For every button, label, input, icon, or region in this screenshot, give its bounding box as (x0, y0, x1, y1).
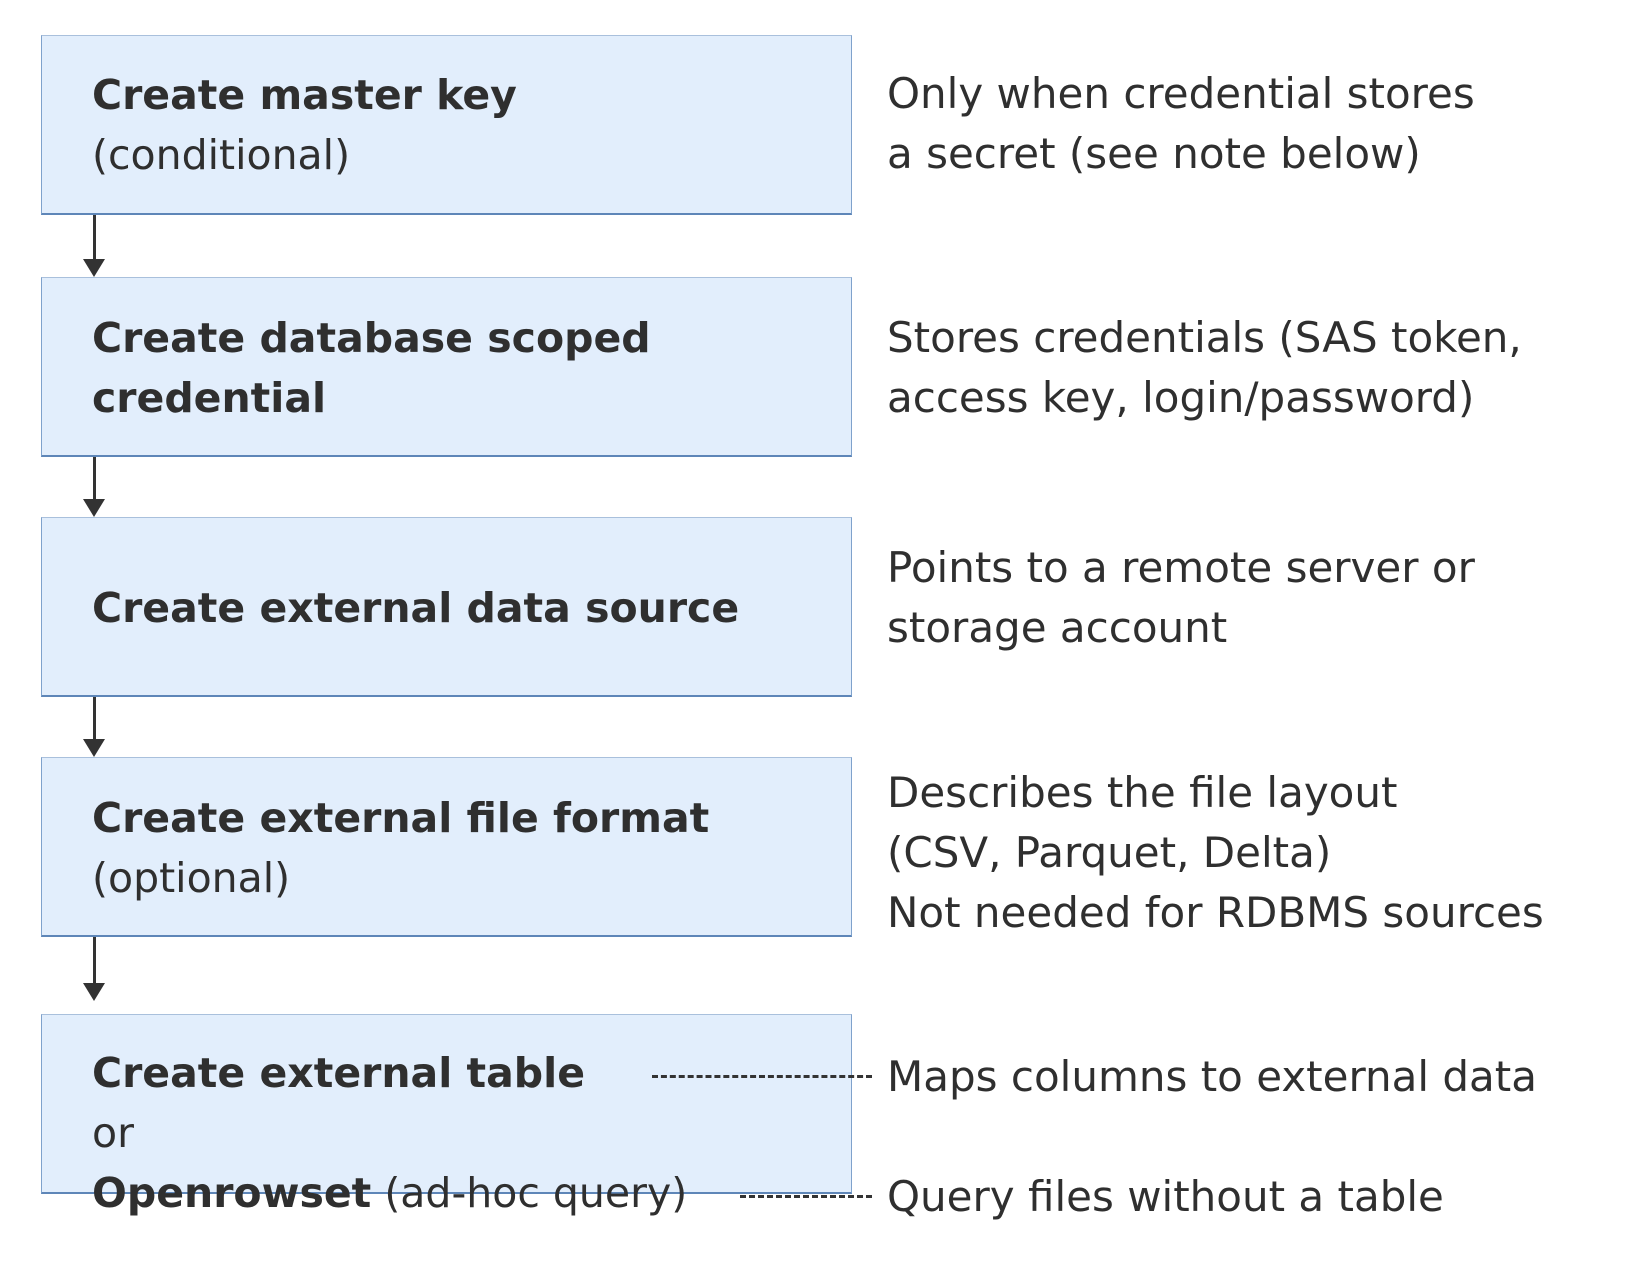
note-master-key: Only when credential stores a secret (se… (887, 69, 1475, 178)
step-create-external-table-or-openrowset: Create external table or Openrowset (ad-… (41, 1014, 852, 1217)
note-external-data-source: Points to a remote server or storage acc… (887, 543, 1475, 652)
arrow-down-icon (83, 937, 105, 1001)
note-external-file-format: Describes the file layout (CSV, Parquet,… (887, 768, 1544, 937)
step-title: Create external file format (92, 794, 710, 842)
step-subtitle: (optional) (92, 854, 291, 902)
step-title-openrowset-suffix: (ad-hoc query) (371, 1169, 688, 1217)
note-external-table: Maps columns to external data (887, 1052, 1537, 1101)
note-database-scoped-credential: Stores credentials (SAS token, access ke… (887, 313, 1522, 422)
step-title: Create master key (92, 71, 517, 119)
step-create-external-file-format: Create external file format (optional) (41, 757, 852, 937)
step-title: Create external data source (92, 584, 740, 632)
step-title-external-table: Create external table (92, 1049, 586, 1097)
step-subtitle: (conditional) (92, 131, 351, 179)
arrow-down-icon (83, 215, 105, 277)
step-title-line1: Create database scoped (92, 314, 651, 362)
dashed-leader-line (652, 1075, 872, 1078)
step-create-external-data-source: Create external data source (41, 517, 852, 697)
step-title-openrowset: Openrowset (92, 1169, 372, 1217)
step-create-database-scoped-credential: Create database scoped credential (41, 277, 852, 457)
dashed-leader-line (740, 1195, 872, 1198)
step-create-master-key: Create master key (conditional) (41, 35, 852, 215)
arrow-down-icon (83, 697, 105, 757)
step-connector-or: or (92, 1109, 134, 1157)
note-openrowset: Query files without a table (887, 1172, 1444, 1221)
step-title-line2: credential (92, 374, 327, 422)
arrow-down-icon (83, 457, 105, 517)
